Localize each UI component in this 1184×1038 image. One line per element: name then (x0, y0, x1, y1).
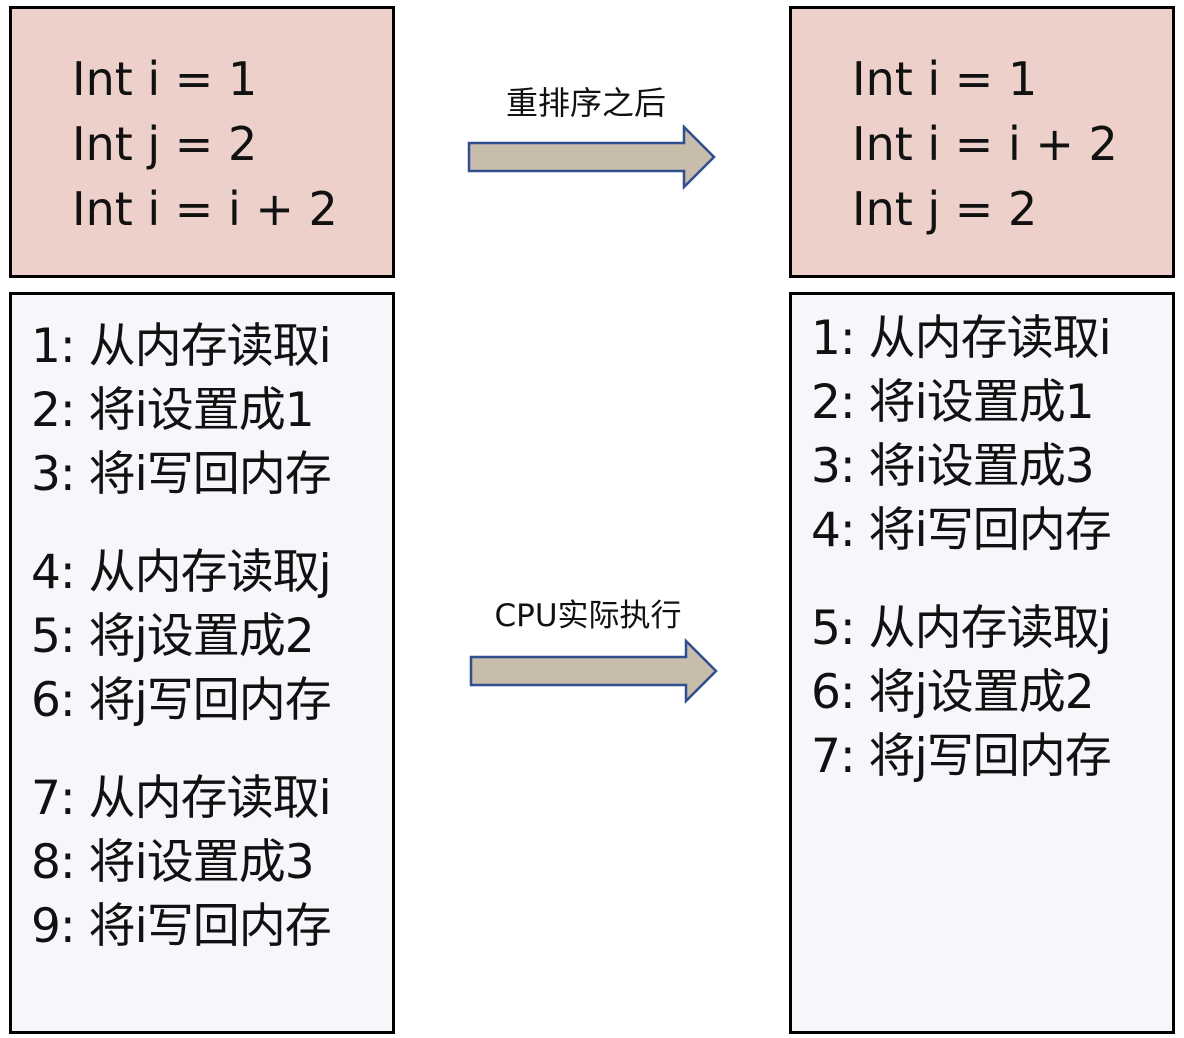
reorder-arrow-icon (467, 124, 716, 190)
reordered-code-box: Int i = 1 Int i = i + 2 Int j = 2 (789, 6, 1175, 278)
code-line: Int i = i + 2 (852, 117, 1118, 171)
step-item: 6: 将j设置成2 (811, 665, 1095, 720)
reorder-label: 重排序之后 (505, 84, 666, 122)
step-item: 2: 将i设置成1 (31, 383, 315, 438)
step-item: 9: 将i写回内存 (31, 899, 332, 954)
reordered-step-list: 1: 从内存读取i 2: 将i设置成1 3: 将i设置成3 4: 将i写回内存 … (811, 307, 1112, 789)
code-line: Int j = 2 (72, 117, 258, 171)
step-item: 3: 将i设置成3 (811, 439, 1095, 494)
code-line: Int i = 1 (72, 52, 258, 106)
original-code-box: Int i = 1 Int j = 2 Int i = i + 2 (9, 6, 395, 278)
code-line: Int i = i + 2 (72, 182, 338, 236)
step-item: 5: 从内存读取j (811, 601, 1112, 656)
step-item: 8: 将i设置成3 (31, 835, 315, 890)
step-group-gap (31, 733, 331, 767)
cpu-execution-label: CPU实际执行 (494, 598, 682, 634)
reordered-steps-box: 1: 从内存读取i 2: 将i设置成1 3: 将i设置成3 4: 将i写回内存 … (789, 292, 1175, 1034)
reordered-code-lines: Int i = 1 Int i = i + 2 Int j = 2 (852, 47, 1118, 242)
step-item: 7: 将j写回内存 (811, 729, 1112, 784)
step-item: 1: 从内存读取i (31, 319, 332, 374)
step-group-gap (811, 563, 1111, 597)
step-item: 2: 将i设置成1 (811, 375, 1095, 430)
step-item: 4: 从内存读取j (31, 545, 332, 600)
step-item: 4: 将i写回内存 (811, 503, 1112, 558)
step-item: 6: 将j写回内存 (31, 673, 332, 728)
code-line: Int j = 2 (852, 182, 1038, 236)
original-step-list: 1: 从内存读取i 2: 将i设置成1 3: 将i写回内存 4: 从内存读取j … (31, 315, 332, 959)
original-steps-box: 1: 从内存读取i 2: 将i设置成1 3: 将i写回内存 4: 从内存读取j … (9, 292, 395, 1034)
code-line: Int i = 1 (852, 52, 1038, 106)
step-item: 1: 从内存读取i (811, 311, 1112, 366)
step-item: 5: 将j设置成2 (31, 609, 315, 664)
arrow-shape (469, 638, 718, 704)
step-group-gap (31, 507, 331, 541)
cpu-execution-arrow-icon (469, 638, 718, 704)
original-code-lines: Int i = 1 Int j = 2 Int i = i + 2 (72, 47, 338, 242)
arrow-shape (467, 124, 716, 190)
step-item: 3: 将i写回内存 (31, 447, 332, 502)
step-item: 7: 从内存读取i (31, 771, 332, 826)
